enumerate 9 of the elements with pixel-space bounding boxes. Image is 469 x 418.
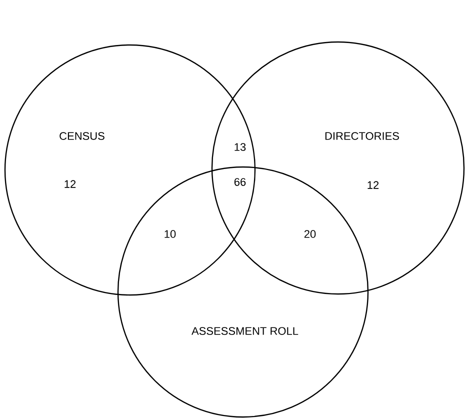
set-label: CENSUS xyxy=(60,132,104,140)
set-label: ASSESSMENT ROLL xyxy=(192,327,298,335)
count-label: 12 xyxy=(64,180,76,188)
count-label: 20 xyxy=(304,230,316,238)
count-label: 66 xyxy=(234,178,246,186)
count-label: 13 xyxy=(234,143,246,151)
set-label: DIRECTORIES xyxy=(325,132,399,140)
count-label: 12 xyxy=(368,181,379,189)
count-label: 10 xyxy=(164,230,176,238)
